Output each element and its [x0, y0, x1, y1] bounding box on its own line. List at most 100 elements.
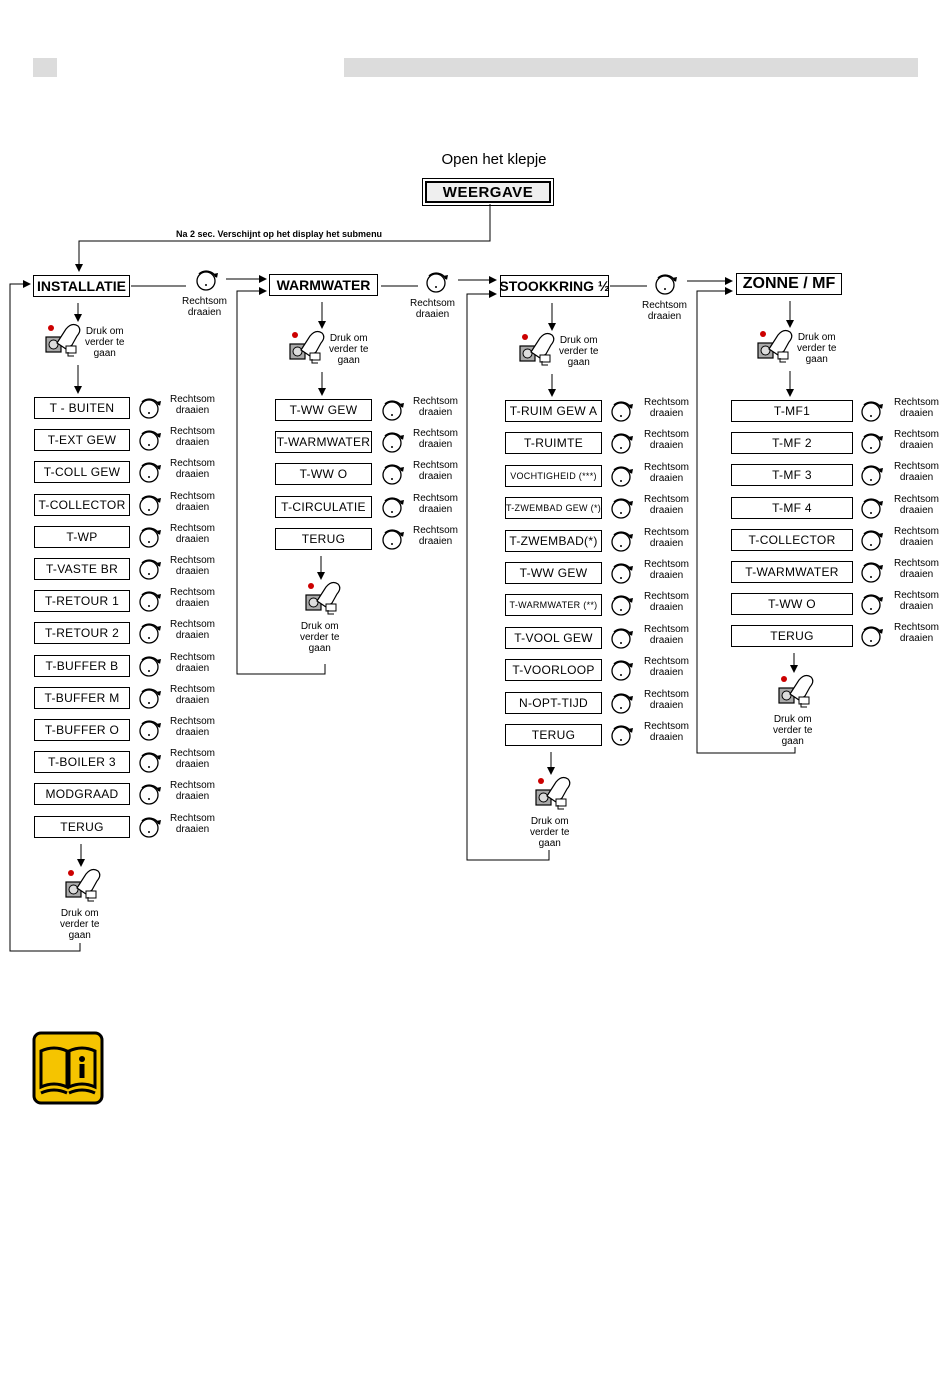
press-label-3: gaan: [567, 357, 590, 368]
rotate-label-line2: draaien: [899, 569, 934, 580]
menu-item: T-CIRCULATIE: [275, 496, 372, 518]
press-button-icon: [288, 330, 344, 366]
menu-item: MODGRAAD: [34, 783, 130, 805]
press-button-icon: [777, 674, 833, 710]
knob-clockwise-icon: [859, 431, 885, 455]
menu-item: T-RUIM GEW A: [505, 400, 602, 422]
rotate-label-line1: Rechtsom: [644, 591, 690, 602]
rotate-label-line2: draaien: [175, 437, 210, 448]
rotate-label-line2: draaien: [418, 407, 453, 418]
rotate-label-line2: draaien: [175, 824, 210, 835]
rotate-label-line1: Rechtsom: [894, 429, 940, 440]
knob-clockwise-icon: [609, 464, 635, 488]
knob-clockwise-icon: [380, 495, 406, 519]
rotate-label-line2: draaien: [899, 408, 934, 419]
knob-clockwise-icon: [609, 626, 635, 650]
menu-item: T-EXT GEW: [34, 429, 130, 451]
rotate-label-line1: Rechtsom: [642, 300, 688, 311]
menu-item: T-COLLECTOR: [34, 494, 130, 516]
menu-item: TERUG: [505, 724, 602, 746]
rotate-label-line1: Rechtsom: [894, 397, 940, 408]
rotate-label-line1: Rechtsom: [644, 494, 690, 505]
knob-clockwise-icon: [137, 782, 163, 806]
rotate-label-line1: Rechtsom: [644, 397, 690, 408]
rotate-label-line2: draaien: [175, 630, 210, 641]
rotate-label-line1: Rechtsom: [170, 523, 216, 534]
press-label-2: verder te: [773, 725, 813, 736]
press-label-1: Druk om: [85, 326, 124, 337]
knob-clockwise-icon: [609, 593, 635, 617]
rotate-label-line1: Rechtsom: [170, 619, 216, 630]
rotate-label-line2: draaien: [649, 635, 684, 646]
menu-item: T - BUITEN: [34, 397, 130, 419]
press-label-2: verder te: [797, 343, 837, 354]
book-info-icon: [32, 1031, 104, 1105]
press-label-1: Druk om: [773, 714, 812, 725]
rotate-label-line2: draaien: [175, 759, 210, 770]
display-weergave-label: WEERGAVE: [425, 181, 551, 203]
menu-item: T-WW GEW: [505, 562, 602, 584]
press-label-1: Druk om: [329, 333, 368, 344]
menu-item: T-VASTE BR: [34, 558, 130, 580]
knob-clockwise-icon: [137, 460, 163, 484]
knob-clockwise-icon: [137, 621, 163, 645]
rotate-label-line2: draaien: [175, 566, 210, 577]
press-label-2: verder te: [530, 827, 570, 838]
press-label-2: verder te: [559, 346, 599, 357]
press-button-icon: [304, 581, 360, 617]
knob-clockwise-icon: [380, 398, 406, 422]
press-label-1: Druk om: [559, 335, 598, 346]
header-bar: [344, 58, 918, 77]
knob-clockwise-icon: [859, 624, 885, 648]
press-button-icon: [64, 868, 120, 904]
rotate-label-line1: Rechtsom: [410, 298, 456, 309]
rotate-label-line2: draaien: [649, 440, 684, 451]
rotate-label-line1: Rechtsom: [644, 721, 690, 732]
rotate-label-line1: Rechtsom: [894, 622, 940, 633]
rotate-label-line2: draaien: [649, 408, 684, 419]
rotate-label-line1: Rechtsom: [170, 748, 216, 759]
knob-clockwise-icon: [609, 723, 635, 747]
rotate-label-line2: draaien: [418, 536, 453, 547]
menu-item: T-ZWEMBAD(*): [505, 530, 602, 552]
rotate-label-line1: Rechtsom: [644, 689, 690, 700]
menu-item: T-BOILER 3: [34, 751, 130, 773]
rotate-label-line2: draaien: [175, 598, 210, 609]
rotate-label-line1: Rechtsom: [170, 780, 216, 791]
menu-item: T-MF 2: [731, 432, 853, 454]
rotate-label-line2: draaien: [649, 570, 684, 581]
rotate-label-line2: draaien: [175, 469, 210, 480]
rotate-label-line2: draaien: [649, 538, 684, 549]
menu-item: N-OPT-TIJD: [505, 692, 602, 714]
rotate-label-line2: draaien: [175, 791, 210, 802]
knob-clockwise-icon: [609, 561, 635, 585]
rotate-label-line2: draaien: [649, 602, 684, 613]
press-label-2: verder te: [329, 344, 369, 355]
